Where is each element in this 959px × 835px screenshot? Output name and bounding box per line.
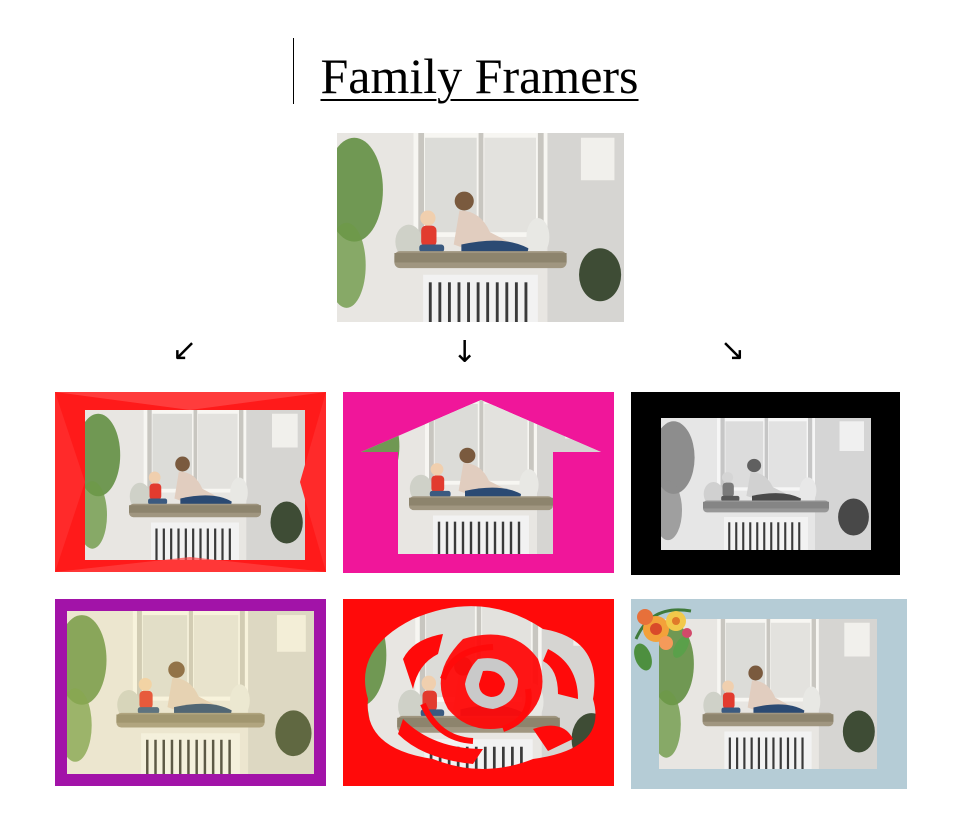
arrow-down: ↓ xyxy=(452,335,478,370)
frame-floral[interactable] xyxy=(631,599,907,789)
frame-purple-border[interactable] xyxy=(55,599,326,786)
frame-house[interactable] xyxy=(343,392,614,573)
original-photo xyxy=(337,133,624,322)
arrow-down-right: ↘ xyxy=(720,333,746,368)
frame-black-border[interactable] xyxy=(631,392,900,575)
flower-decoration-icon xyxy=(634,608,692,671)
frame-rose[interactable] xyxy=(343,599,614,786)
arrow-down-left: ↙ xyxy=(172,333,198,368)
page-title: Family Framers xyxy=(320,48,639,104)
frame-red-ribbon[interactable] xyxy=(55,392,326,572)
text-cursor xyxy=(293,38,294,104)
